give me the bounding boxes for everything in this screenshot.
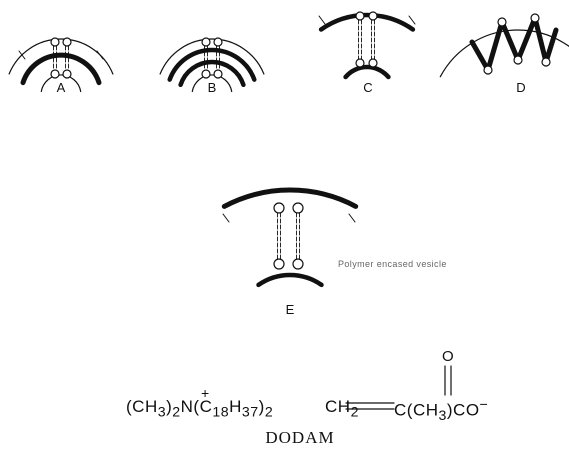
formula-text: ) (258, 397, 265, 416)
break-mark (18, 50, 26, 60)
formula-sub: 37 (241, 404, 259, 421)
compound-name: DODAM (265, 428, 335, 447)
formula-sub: 2 (264, 404, 274, 421)
inner-bilayer-arc (40, 74, 82, 93)
outer-bilayer-arc (439, 29, 569, 78)
outer-bilayer-arc (159, 38, 265, 75)
polymer-layer (178, 59, 246, 88)
formula-text: C(CH (394, 400, 439, 420)
panel-label-c: C (363, 80, 373, 95)
lipid-head (273, 202, 285, 214)
formula-sup: − (479, 397, 489, 413)
lipid-head (292, 258, 304, 270)
lipid-head (201, 37, 211, 47)
lipid-head (483, 65, 493, 75)
formula-sub: 2 (350, 404, 359, 421)
formula-sub: 18 (212, 404, 230, 421)
inner-bilayer-arc (191, 74, 233, 93)
polymer-layer (167, 47, 257, 82)
polymer-layer (256, 272, 324, 288)
formula-sub: 3 (438, 408, 447, 425)
outer-bilayer-arc (8, 38, 114, 75)
formula-sub: 3 (157, 404, 167, 421)
lipid-head (292, 202, 304, 214)
panel-label-d: D (516, 80, 526, 95)
carbonyl-oxygen: O (442, 348, 454, 365)
lipid-head (50, 69, 60, 79)
polymer-layer (20, 52, 102, 86)
lipid-head (497, 17, 507, 27)
lipid-head (201, 69, 211, 79)
panel-label-e: E (285, 302, 295, 317)
break-mark (96, 50, 104, 60)
formula-text: )CO (446, 400, 480, 420)
lipid-head (50, 37, 60, 47)
break-mark (348, 213, 356, 223)
lipid-head (62, 69, 72, 79)
break-mark (222, 213, 230, 223)
dodam-formula: (CH3)2N(C18H37)2 (126, 397, 273, 420)
formula-cation: (CH (126, 397, 158, 416)
lipid-head (355, 11, 365, 21)
break-mark (408, 15, 416, 25)
lipid-head (368, 11, 378, 21)
polymer-layer (343, 64, 391, 80)
formula-sub: 2 (172, 404, 181, 421)
lipid-head (368, 58, 378, 68)
lipid-head (513, 55, 523, 65)
polymer-layer (221, 187, 359, 209)
methacrylate-tail: C(CH3)CO− (394, 397, 488, 424)
lipid-head (530, 13, 540, 23)
lipid-head (273, 258, 285, 270)
formula-text: H (229, 397, 242, 416)
lipid-head (213, 69, 223, 79)
lipid-head (213, 37, 223, 47)
formula-text: N(C (180, 397, 213, 416)
formula-text: CH (325, 397, 351, 416)
lipid-head (541, 57, 551, 67)
lipid-head (355, 58, 365, 68)
methacrylate-anion: CH2 (325, 397, 359, 420)
panel-label-a: A (56, 80, 66, 95)
cation-charge: + (201, 385, 210, 401)
polymer-vesicle-annotation: Polymer encased vesicle (338, 259, 447, 269)
polymer-layer (318, 12, 416, 32)
panel-label-b: B (207, 80, 217, 95)
lipid-head (62, 37, 72, 47)
formula-text: ) (166, 397, 173, 416)
break-mark (318, 15, 326, 25)
